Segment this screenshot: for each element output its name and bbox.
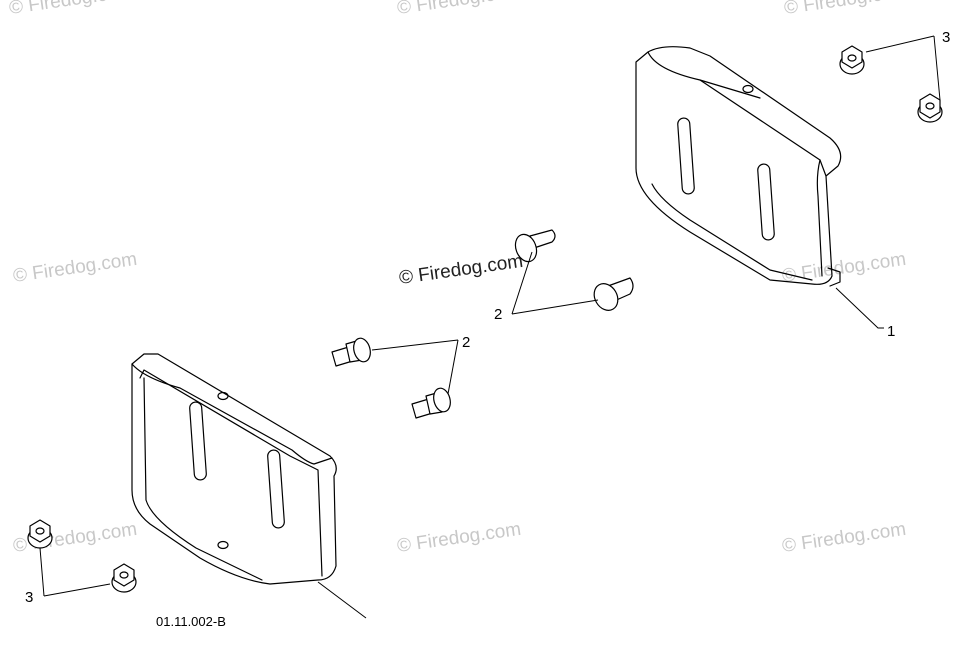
flange-nut-upper-2 [917,93,943,123]
callout-part-2-upper: 2 [494,306,502,323]
watermark-top-left: © Firedog.com [8,0,135,19]
watermark-top-center: © Firedog.com [396,0,523,19]
watermark-mid-left: © Firedog.com [12,249,139,287]
callout-part-2-lower: 2 [462,334,470,351]
carriage-bolt-upper-2 [593,277,634,311]
watermark-bottom-right: © Firedog.com [781,519,908,557]
flange-nut-lower-2 [111,563,137,593]
carriage-bolt-lower-2 [411,387,451,419]
flange-nut-lower-1 [27,519,53,549]
skid-shoe-left [131,353,337,585]
flange-nut-upper-1 [839,45,865,75]
watermark-center: © Firedog.com [398,251,525,289]
carriage-bolt-upper-1 [514,229,556,263]
watermarks: © Firedog.com © Firedog.com © Firedog.co… [8,0,910,557]
carriage-bolt-lower-1 [331,337,371,367]
watermark-mid-right: © Firedog.com [781,249,908,287]
watermark-bottom-center: © Firedog.com [396,519,523,557]
leader-lines [39,35,941,619]
skid-shoe-right [635,46,842,287]
drawing-code: 01.11.002-B [156,614,226,629]
callout-part-3-lower: 3 [25,589,33,606]
callout-part-3-upper: 3 [942,29,950,46]
watermark-top-right: © Firedog.com [783,0,910,19]
callout-part-1: 1 [887,323,895,340]
